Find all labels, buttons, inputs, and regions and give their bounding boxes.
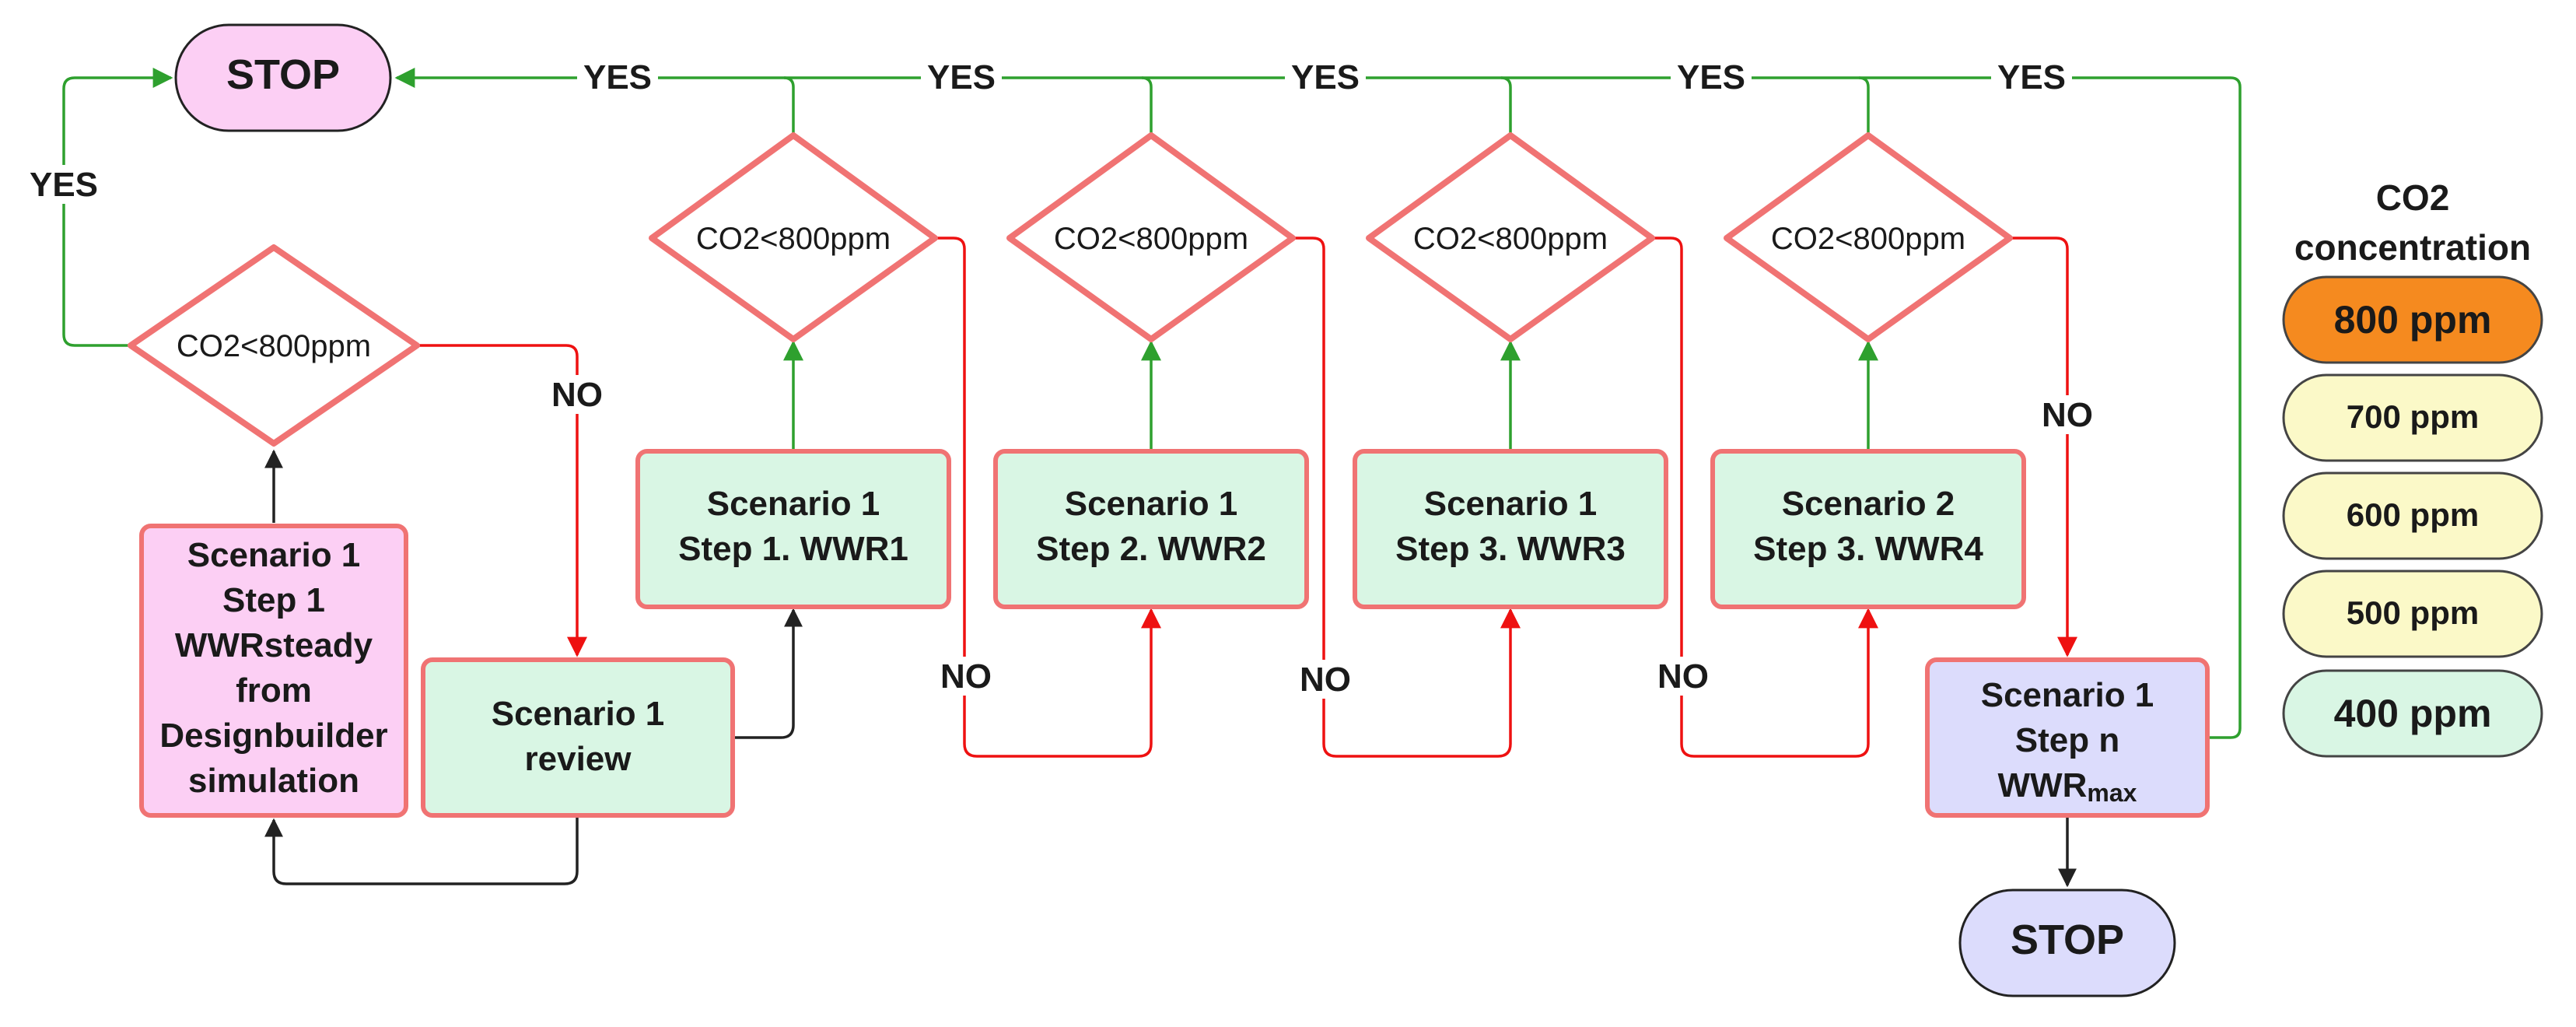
legend-title-line2: concentration bbox=[2294, 227, 2531, 268]
yes-label: YES bbox=[1677, 58, 1745, 96]
svg-text:400 ppm: 400 ppm bbox=[2334, 692, 2492, 735]
wwr-main-text: WWR bbox=[1998, 766, 2088, 804]
legend-title-line1: CO2 bbox=[2376, 177, 2450, 218]
svg-text:500 ppm: 500 ppm bbox=[2347, 594, 2479, 631]
box-initial-steady: Scenario 1 Step 1 WWRsteady from Designb… bbox=[139, 524, 408, 818]
yes-label: YES bbox=[927, 58, 996, 96]
svg-text:Scenario 1: Scenario 1 bbox=[1424, 485, 1598, 523]
decision-4: CO2<800ppm bbox=[1724, 132, 2013, 342]
legend-item-500: 500 ppm bbox=[2282, 570, 2543, 658]
svg-text:Scenario 1: Scenario 1 bbox=[492, 695, 665, 733]
box-wwr2: Scenario 1 Step 2. WWR2 bbox=[993, 449, 1309, 609]
svg-text:Scenario 1: Scenario 1 bbox=[707, 485, 880, 523]
yes-label: YES bbox=[30, 166, 98, 204]
svg-text:Step n: Step n bbox=[2015, 721, 2119, 759]
decision-3: CO2<800ppm bbox=[1366, 132, 1655, 342]
yes-riser-3 bbox=[1500, 76, 1512, 135]
legend-item-800: 800 ppm bbox=[2282, 275, 2543, 364]
edge-labels: YES YES YES YES YES YES NO NO NO NO NO bbox=[23, 58, 2098, 699]
yes-riser-2 bbox=[1141, 76, 1153, 135]
review-loop-back bbox=[264, 817, 579, 885]
svg-text:Scenario 1: Scenario 1 bbox=[187, 536, 361, 574]
no-label: NO bbox=[1657, 657, 1709, 696]
svg-text:Scenario 1: Scenario 1 bbox=[1981, 676, 2154, 714]
decision-1: CO2<800ppm bbox=[649, 132, 938, 342]
no-label: NO bbox=[2042, 396, 2093, 434]
box-wwr3: Scenario 1 Step 3. WWR3 bbox=[1353, 449, 1668, 609]
svg-text:Designbuilder: Designbuilder bbox=[159, 717, 387, 755]
no-label: NO bbox=[940, 657, 992, 696]
no-label: NO bbox=[551, 376, 603, 414]
yes-bus-line bbox=[394, 68, 2242, 739]
svg-text:STOP: STOP bbox=[226, 51, 340, 98]
legend-item-400: 400 ppm bbox=[2282, 669, 2543, 758]
svg-text:Step 1: Step 1 bbox=[222, 581, 325, 619]
svg-text:CO2<800ppm: CO2<800ppm bbox=[177, 329, 371, 363]
box-wwr1: Scenario 1 Step 1. WWR1 bbox=[635, 449, 951, 609]
legend-item-600: 600 ppm bbox=[2282, 471, 2543, 560]
stop-terminal-bottom: STOP bbox=[1958, 889, 2176, 997]
svg-text:Step 1. WWR1: Step 1. WWR1 bbox=[678, 530, 908, 568]
connectors bbox=[62, 68, 2242, 888]
legend: CO2 concentration 800 ppm 700 ppm 600 pp… bbox=[2282, 177, 2543, 758]
box-review: Scenario 1 review bbox=[421, 657, 735, 818]
svg-text:Step 3. WWR4: Step 3. WWR4 bbox=[1753, 530, 1983, 568]
yes-left-line bbox=[62, 68, 173, 347]
no-to-max bbox=[2010, 237, 2077, 657]
decision-left: CO2<800ppm bbox=[128, 244, 420, 447]
decision-2: CO2<800ppm bbox=[1006, 132, 1296, 342]
svg-text:CO2<800ppm: CO2<800ppm bbox=[1771, 222, 1965, 256]
yes-riser-1 bbox=[783, 76, 795, 135]
no-loop-2 bbox=[1293, 237, 1521, 758]
no-loop-1 bbox=[935, 237, 1161, 758]
svg-text:Step 3. WWR3: Step 3. WWR3 bbox=[1395, 530, 1626, 568]
no-left-line bbox=[417, 344, 587, 657]
svg-text:WWRmax: WWRmax bbox=[1998, 766, 2137, 807]
svg-text:WWRsteady: WWRsteady bbox=[175, 626, 373, 664]
wwr-subscript-text: max bbox=[2087, 779, 2137, 807]
svg-text:Scenario 2: Scenario 2 bbox=[1782, 485, 1955, 523]
svg-text:CO2<800ppm: CO2<800ppm bbox=[696, 222, 891, 256]
yes-label: YES bbox=[1291, 58, 1360, 96]
svg-text:review: review bbox=[525, 740, 632, 778]
svg-text:CO2<800ppm: CO2<800ppm bbox=[1413, 222, 1608, 256]
yes-riser-4 bbox=[1858, 76, 1870, 135]
yes-label: YES bbox=[583, 58, 652, 96]
svg-text:Step 2. WWR2: Step 2. WWR2 bbox=[1036, 530, 1266, 568]
box-wwr-max: Scenario 1 Step n WWRmax bbox=[1925, 657, 2210, 818]
svg-text:600 ppm: 600 ppm bbox=[2347, 496, 2479, 533]
review-to-wwr1 bbox=[733, 608, 803, 739]
svg-text:Scenario 1: Scenario 1 bbox=[1065, 485, 1238, 523]
legend-item-700: 700 ppm bbox=[2282, 373, 2543, 462]
stop-terminal-top: STOP bbox=[174, 23, 392, 132]
svg-text:simulation: simulation bbox=[188, 762, 359, 800]
svg-text:STOP: STOP bbox=[2011, 917, 2124, 963]
svg-text:from: from bbox=[236, 671, 312, 710]
no-label: NO bbox=[1300, 661, 1351, 699]
box-wwr4: Scenario 2 Step 3. WWR4 bbox=[1710, 449, 2026, 609]
yes-label: YES bbox=[1997, 58, 2066, 96]
svg-text:800 ppm: 800 ppm bbox=[2334, 298, 2492, 342]
no-loop-3 bbox=[1652, 237, 1878, 758]
svg-text:CO2<800ppm: CO2<800ppm bbox=[1054, 222, 1248, 256]
svg-text:700 ppm: 700 ppm bbox=[2347, 398, 2479, 435]
